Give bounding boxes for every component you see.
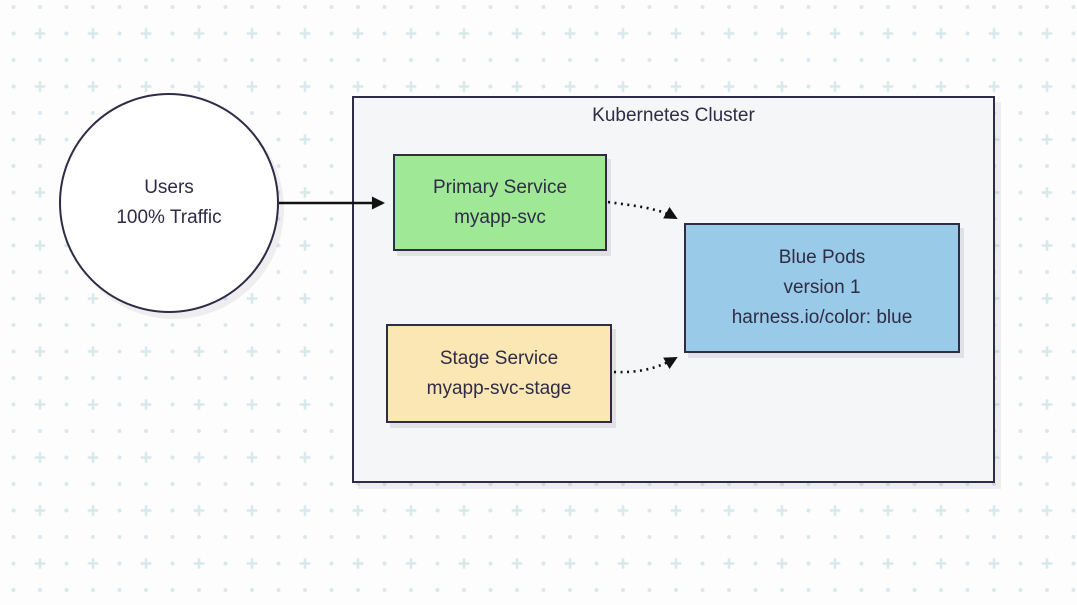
users-node: Users 100% Traffic (59, 93, 279, 313)
primary-service-label-line2: myapp-svc (454, 206, 546, 228)
blue-pods-label-line1: Blue Pods (778, 247, 866, 268)
blue-pods-label-line2: version 1 (783, 277, 861, 298)
blue-pods-node: Blue Pods version 1 harness.io/color: bl… (684, 223, 960, 353)
primary-service-node: Primary Service myapp-svc (393, 154, 607, 251)
stage-service-label-line2: myapp-svc-stage (426, 377, 572, 399)
primary-service-label-line1: Primary Service (432, 176, 568, 198)
cluster-title: Kubernetes Cluster (592, 105, 755, 126)
users-label-line2: 100% Traffic (116, 207, 222, 228)
users-label-line1: Users (144, 177, 194, 198)
blue-pods-label-line3: harness.io/color: blue (731, 307, 913, 328)
stage-service-node: Stage Service myapp-svc-stage (386, 324, 612, 423)
stage-service-label-line1: Stage Service (439, 347, 559, 369)
